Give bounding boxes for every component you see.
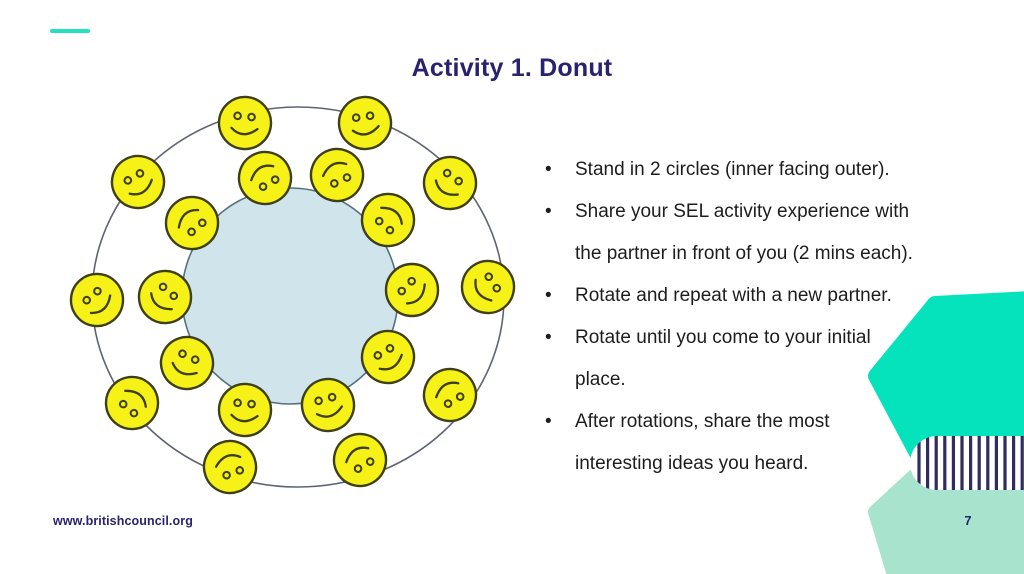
inner-ring-smiley-face	[309, 147, 365, 203]
bullet-marker: •	[545, 201, 552, 222]
hexagon-decoration	[860, 290, 1024, 574]
bullet-line: Rotate and repeat with a new partner.	[575, 285, 892, 306]
mint-hexagon	[868, 460, 1024, 574]
inner-ring-smiley-face	[384, 262, 440, 318]
inner-ring-smiley-face	[300, 377, 356, 433]
bullet-marker: •	[545, 327, 552, 348]
inner-ring-smiley-face	[159, 335, 215, 391]
bullet-marker: •	[545, 159, 552, 180]
inner-ring-smiley-face	[164, 195, 220, 251]
bullet-marker: •	[545, 411, 552, 432]
bullet-line: interesting ideas you heard.	[575, 453, 809, 474]
outer-ring-smiley-face	[104, 375, 160, 431]
bullet-item: • Rotate and repeat with a new partner.	[545, 275, 1000, 317]
bullet-item: • Stand in 2 circles (inner facing outer)…	[545, 149, 1000, 191]
outer-ring-smiley-face	[69, 272, 125, 328]
bullet-line: After rotations, share the most	[575, 411, 830, 432]
inner-ring-smiley-face	[237, 150, 293, 206]
pill-stripes	[917, 436, 1024, 490]
bullet-line: place.	[575, 369, 626, 390]
page-number: 7	[964, 513, 972, 528]
inner-ring-smiley-face	[217, 382, 273, 438]
bullet-list: • Stand in 2 circles (inner facing outer)…	[545, 149, 1000, 485]
outer-ring-smiley-face	[460, 259, 516, 315]
donut-diagram-svg	[69, 95, 516, 495]
bullet-marker: •	[545, 285, 552, 306]
instruction-bullets: • Stand in 2 circles (inner facing outer)…	[545, 149, 1000, 485]
outer-ring-smiley-face	[332, 432, 388, 488]
bullet-line: Rotate until you come to your initial	[575, 327, 871, 348]
bullet-item: • Share your SEL activity experience with…	[545, 191, 1000, 275]
accent-dash	[50, 29, 90, 33]
outer-ring-smiley-face	[422, 155, 478, 211]
donut-diagram	[55, 90, 545, 510]
bullet-item: • Rotate until you come to your initial pl…	[545, 317, 1000, 401]
hexagon-decoration-svg	[868, 291, 1024, 574]
inner-ring-smiley-face	[137, 269, 193, 325]
bullet-line: Share your SEL activity experience with	[575, 201, 910, 222]
footer-url: www.britishcouncil.org	[53, 514, 193, 528]
outer-ring-smiley-face	[110, 154, 166, 210]
page-title: Activity 1. Donut	[411, 54, 613, 82]
inner-ring-smiley-face	[360, 329, 416, 385]
bullet-item: • After rotations, share the most interest…	[545, 401, 1000, 485]
outer-ring-smiley-face	[217, 95, 273, 151]
outer-ring-smiley-face	[337, 95, 393, 151]
inner-ring-smiley-face	[360, 192, 416, 248]
bullet-line: the partner in front of you (2 mins each…	[575, 243, 913, 264]
bullet-line: Stand in 2 circles (inner facing outer).	[575, 159, 890, 180]
outer-ring-smiley-face	[422, 367, 478, 423]
outer-ring-smiley-face	[202, 439, 258, 495]
